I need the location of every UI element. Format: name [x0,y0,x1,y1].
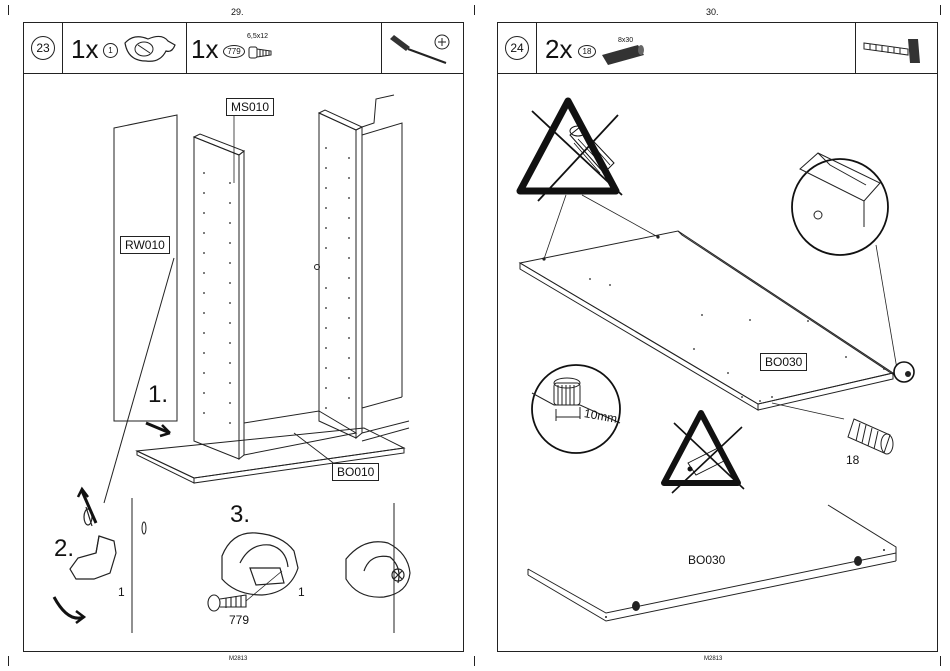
page-number-left: 29. [231,7,244,17]
step-label-3: 3. [230,501,250,529]
footer-code-left: M2813 [229,656,247,662]
label-bo030-bottom: BO030 [688,553,725,567]
step-23-panel: 23 1x 1 1x 779 6,5x12 [23,22,464,652]
label-bo030: BO030 [760,353,807,371]
label-bo010: BO010 [332,463,379,481]
screw-label-779: 779 [229,613,249,627]
step-23-drawing [24,23,465,653]
step-24-panel: 24 2x 18 8x30 [497,22,938,652]
step-label-1: 1. [148,381,168,409]
footer-code-right: M2813 [704,656,722,662]
part-label-1: 1 [298,585,305,599]
part-label-1: 1 [118,585,125,599]
label-ms010: MS010 [226,98,274,116]
dowel-label-18: 18 [846,453,859,467]
page-number-right: 30. [706,7,719,17]
step-label-2: 2. [54,535,74,563]
label-rw010: RW010 [120,236,170,254]
